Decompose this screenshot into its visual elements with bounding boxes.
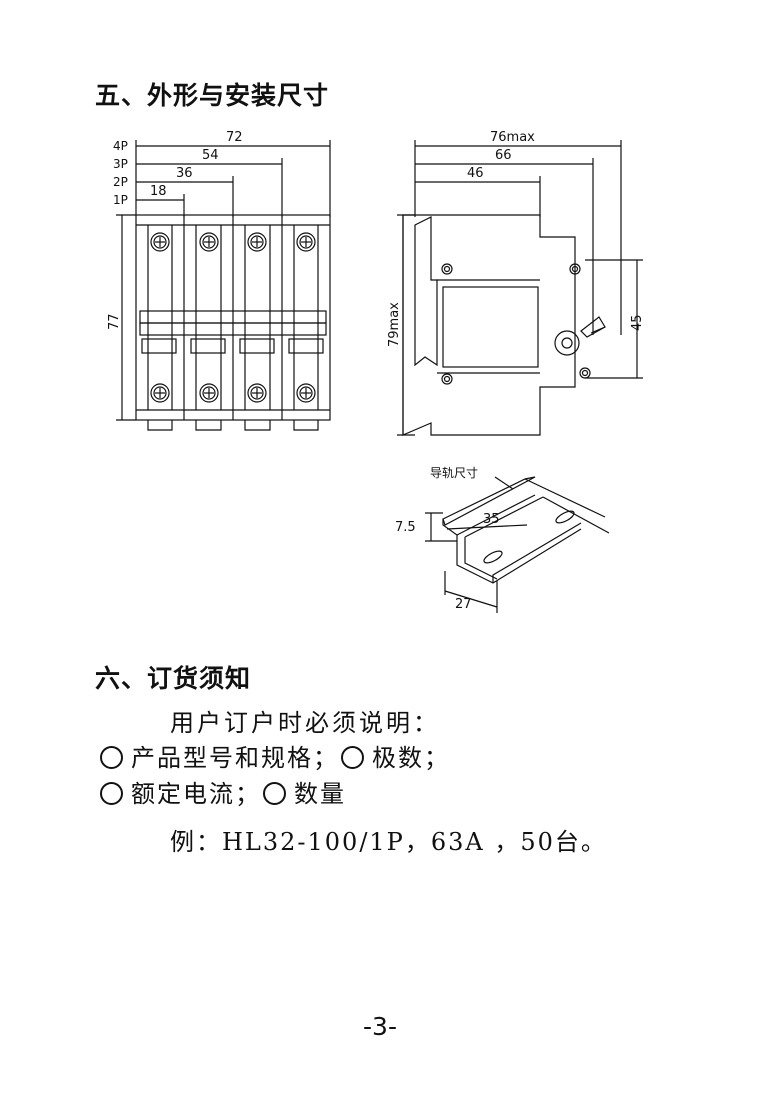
width-label-18: 18: [150, 184, 167, 199]
ordering-item-poles: 极数；: [372, 744, 450, 772]
side-view-drawing: 76max 66 46 79max 45: [387, 130, 645, 436]
circle-bullet-icon: [100, 782, 123, 805]
depth-label-46: 46: [467, 166, 484, 181]
ordering-line-2: 额定电流； 数量: [100, 774, 346, 809]
pole-label-1p: 1P: [113, 193, 128, 207]
rail-pitch-label-45: 45: [630, 314, 645, 331]
height-label-79max: 79max: [387, 302, 402, 347]
ordering-line-1: 产品型号和规格； 极数；: [100, 738, 450, 773]
rail-width-top-label: 35: [483, 512, 500, 527]
pole-label-3p: 3P: [113, 157, 128, 171]
circle-bullet-icon: [100, 746, 123, 769]
circle-bullet-icon: [263, 782, 286, 805]
din-rail-drawing: 导轨尺寸 7.5 35 27: [395, 466, 610, 613]
width-label-54: 54: [202, 148, 219, 163]
ordering-intro: 用户订户时必须说明：: [170, 709, 440, 737]
section-title-dimensions: 五、外形与安装尺寸: [95, 81, 330, 110]
depth-label-76max: 76max: [490, 130, 535, 145]
rail-height-label: 7.5: [395, 520, 416, 535]
pole-label-2p: 2P: [113, 175, 128, 189]
depth-label-66: 66: [495, 148, 512, 163]
top-screw-icons: [150, 232, 316, 252]
ordering-item-current: 额定电流；: [131, 780, 261, 808]
page-number: -3-: [363, 1012, 397, 1041]
pole-label-4p: 4P: [113, 139, 128, 153]
bottom-screw-icons: [150, 383, 316, 403]
rail-label: 导轨尺寸: [430, 466, 478, 480]
ordering-item-model: 产品型号和规格；: [131, 744, 339, 772]
front-view-drawing: 4P 3P 2P 1P 72 54 36 18 77: [107, 130, 331, 431]
width-label-36: 36: [176, 166, 193, 181]
height-label-77: 77: [107, 313, 122, 330]
ordering-item-quantity: 数量: [294, 780, 346, 808]
section-title-ordering: 六、订货须知: [95, 664, 252, 693]
ordering-example: 例：HL32-100/1P，63A ，50台。: [170, 828, 607, 856]
width-label-72: 72: [226, 130, 243, 145]
circle-bullet-icon: [341, 746, 364, 769]
rail-width-bottom-label: 27: [455, 597, 472, 612]
